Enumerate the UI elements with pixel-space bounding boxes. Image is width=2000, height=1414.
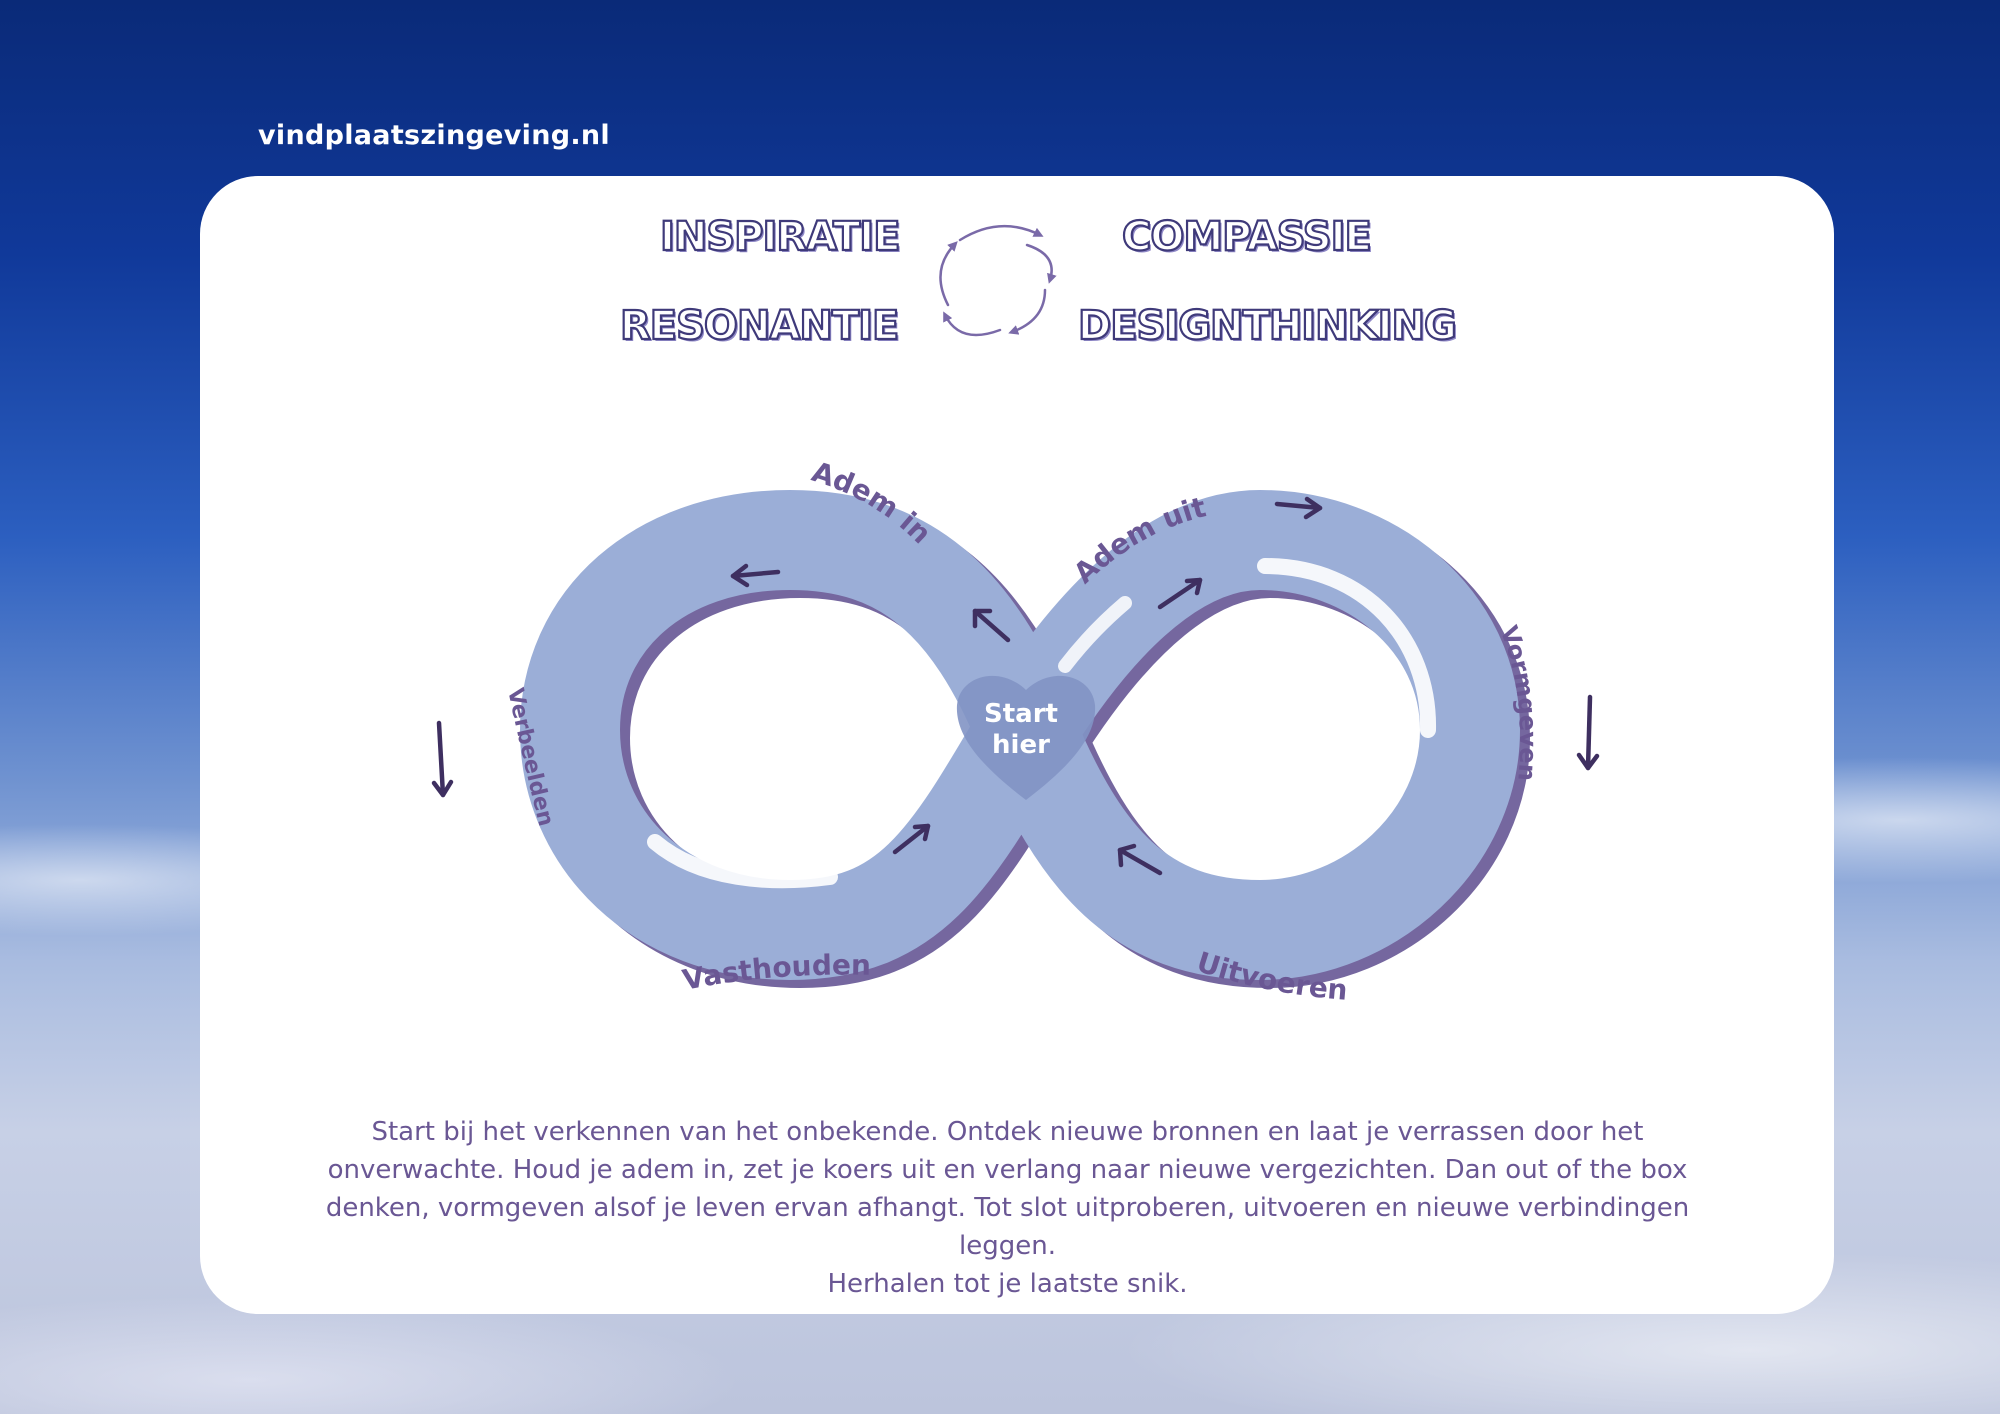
arrow-top-right-icon bbox=[1274, 496, 1323, 520]
arrow-verbeelden-icon bbox=[431, 720, 454, 798]
arrow-uitvoeren-icon bbox=[1117, 843, 1163, 876]
arrow-vasthouden-icon bbox=[892, 823, 931, 855]
hier-label: hier bbox=[992, 730, 1050, 760]
cycle-icon bbox=[939, 224, 1057, 337]
description: Start bij het verkennen van het onbekend… bbox=[310, 1113, 1705, 1303]
arrow-vormgeven-icon bbox=[1576, 694, 1600, 771]
keyword-inspiratie: INSPIRATIE bbox=[659, 213, 902, 261]
site-url[interactable]: vindplaatszingeving.nl bbox=[258, 120, 610, 151]
keyword-compassie: COMPASSIE bbox=[1121, 213, 1373, 261]
keyword-designthinking: DESIGNTHINKING bbox=[1077, 302, 1458, 350]
description-closing: Herhalen tot je laatste snik. bbox=[827, 1269, 1188, 1299]
description-paragraph: Start bij het verkennen van het onbekend… bbox=[325, 1117, 1690, 1261]
heart-icon bbox=[956, 675, 1096, 800]
arrow-adem-uit-icon bbox=[1157, 577, 1203, 610]
arrow-top-left-icon bbox=[730, 563, 781, 588]
keyword-resonantie: RESONANTIE bbox=[619, 302, 901, 350]
arrow-adem-in-icon bbox=[972, 608, 1011, 643]
start-label: Start bbox=[984, 699, 1058, 729]
